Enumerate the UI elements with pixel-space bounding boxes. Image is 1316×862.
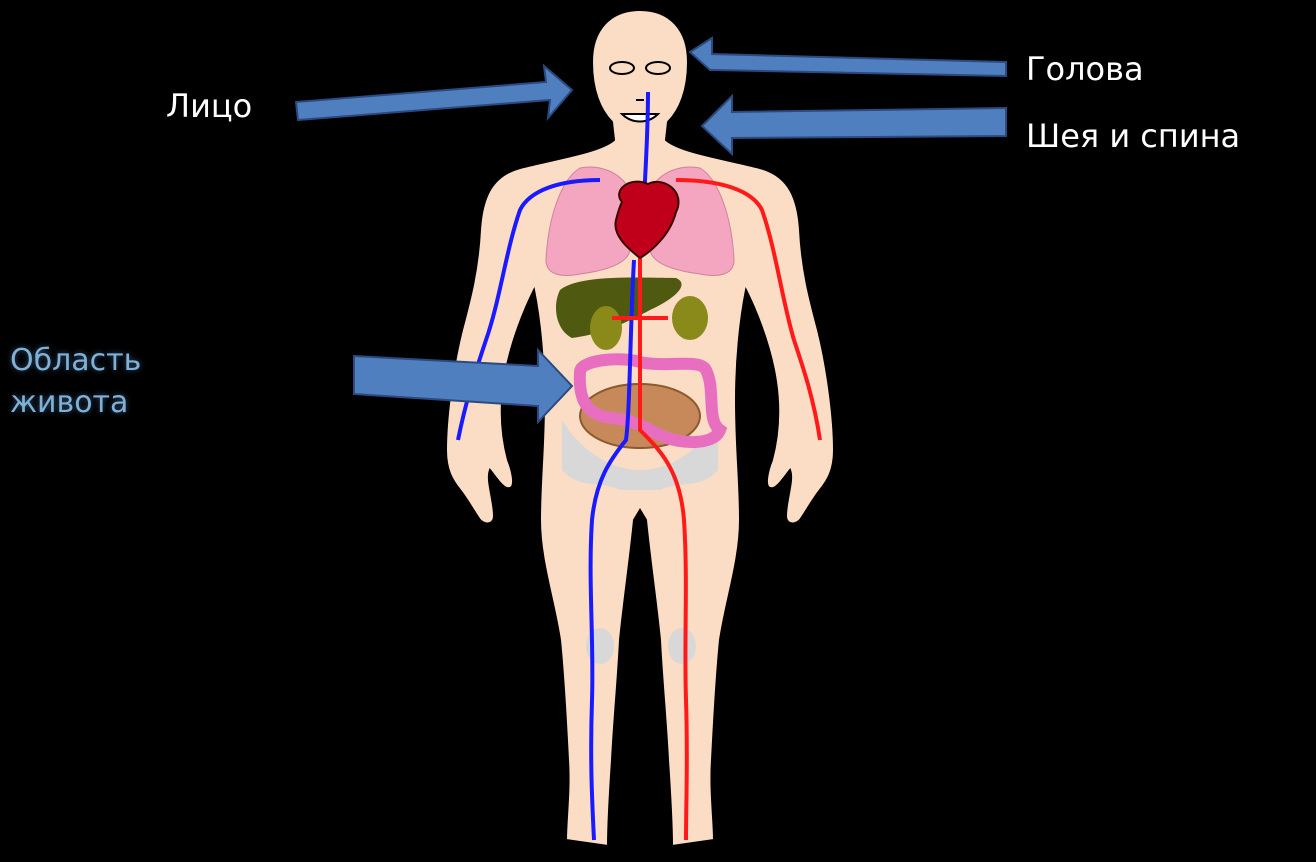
label-abdomen: Область живота <box>10 340 141 424</box>
label-face: Лицо <box>166 86 252 126</box>
arrow-neck <box>702 96 1006 154</box>
label-head: Голова <box>1026 49 1144 89</box>
label-neck-back: Шея и спина <box>1026 116 1240 156</box>
label-abdomen-line2: живота <box>10 382 141 424</box>
arrow-head <box>690 38 1006 76</box>
label-abdomen-line1: Область <box>10 340 141 382</box>
arrow-face <box>296 66 572 120</box>
